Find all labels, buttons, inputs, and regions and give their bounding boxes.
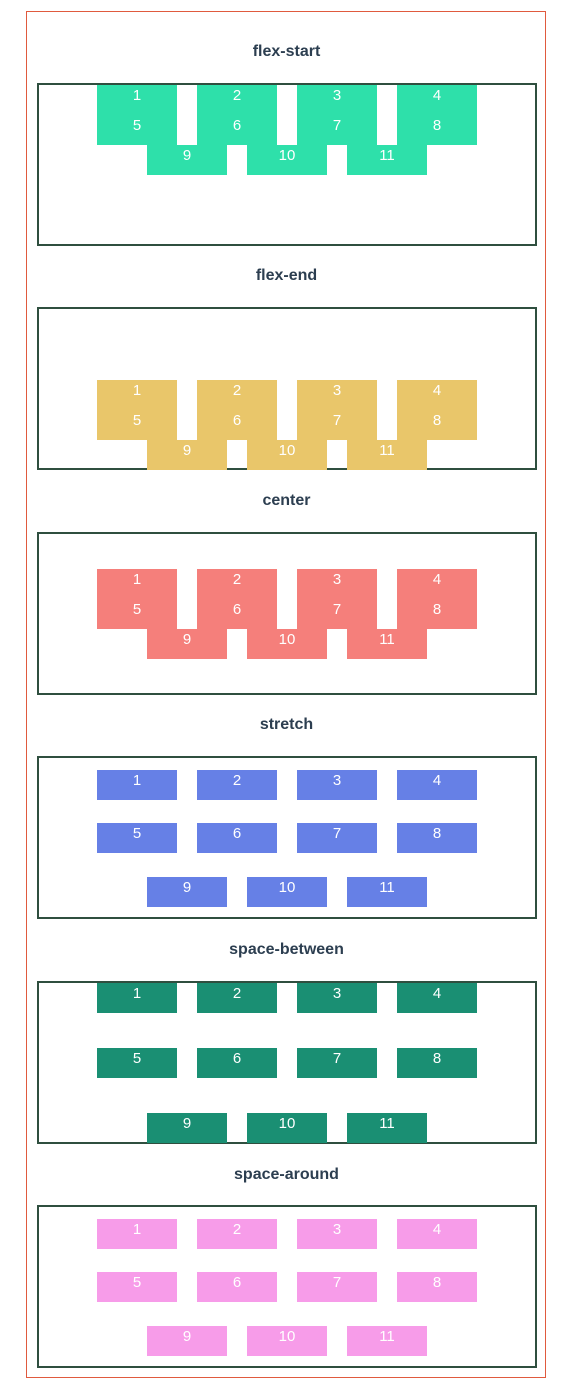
flex-item-5: 5 — [97, 599, 177, 629]
flex-item-8: 8 — [397, 823, 477, 853]
container-flex-start: 1 2 3 4 5 6 7 8 9 10 11 — [37, 83, 537, 246]
flex-item-7: 7 — [297, 599, 377, 629]
section-title-space-around: space-around — [234, 1166, 339, 1183]
flex-item-6: 6 — [197, 115, 277, 145]
flex-item-3: 3 — [297, 1219, 377, 1249]
flex-item-6: 6 — [197, 410, 277, 440]
flex-item-9: 9 — [147, 629, 227, 659]
flex-item-6: 6 — [197, 599, 277, 629]
flex-item-1: 1 — [97, 569, 177, 599]
flex-item-9: 9 — [147, 440, 227, 470]
flex-item-5: 5 — [97, 1272, 177, 1302]
flex-item-5: 5 — [97, 1048, 177, 1078]
flex-item-1: 1 — [97, 85, 177, 115]
flex-item-8: 8 — [397, 115, 477, 145]
flex-item-8: 8 — [397, 1272, 477, 1302]
flex-item-5: 5 — [97, 410, 177, 440]
section-title-space-between: space-between — [229, 941, 344, 958]
flex-item-6: 6 — [197, 1272, 277, 1302]
flex-item-3: 3 — [297, 380, 377, 410]
flex-item-7: 7 — [297, 115, 377, 145]
flex-item-2: 2 — [197, 85, 277, 115]
flex-item-11: 11 — [347, 1113, 427, 1143]
flex-item-2: 2 — [197, 770, 277, 800]
section-title-stretch: stretch — [259, 716, 314, 733]
flex-item-7: 7 — [297, 1272, 377, 1302]
section-title-flex-start: flex-start — [252, 43, 321, 60]
container-flex-end: 1 2 3 4 5 6 7 8 9 10 11 — [37, 307, 537, 470]
flex-item-10: 10 — [247, 877, 327, 907]
flex-item-6: 6 — [197, 1048, 277, 1078]
flex-item-1: 1 — [97, 1219, 177, 1249]
flex-item-3: 3 — [297, 85, 377, 115]
flex-item-9: 9 — [147, 1113, 227, 1143]
container-space-around: 1 2 3 4 5 6 7 8 9 10 11 — [37, 1205, 537, 1368]
flex-item-5: 5 — [97, 823, 177, 853]
flex-item-8: 8 — [397, 410, 477, 440]
flex-item-9: 9 — [147, 1326, 227, 1356]
flex-item-2: 2 — [197, 569, 277, 599]
flex-item-1: 1 — [97, 380, 177, 410]
flex-item-1: 1 — [97, 770, 177, 800]
flex-item-4: 4 — [397, 770, 477, 800]
flex-item-7: 7 — [297, 410, 377, 440]
flex-item-11: 11 — [347, 877, 427, 907]
flex-item-11: 11 — [347, 1326, 427, 1356]
flex-item-8: 8 — [397, 1048, 477, 1078]
flex-item-11: 11 — [347, 440, 427, 470]
flex-item-2: 2 — [197, 983, 277, 1013]
flex-item-4: 4 — [397, 85, 477, 115]
container-stretch: 1 2 3 4 5 6 7 8 9 10 11 — [37, 756, 537, 919]
section-title-flex-end: flex-end — [255, 267, 318, 284]
flex-item-8: 8 — [397, 599, 477, 629]
page-frame — [26, 11, 546, 1378]
flex-item-5: 5 — [97, 115, 177, 145]
flex-item-4: 4 — [397, 569, 477, 599]
flex-item-1: 1 — [97, 983, 177, 1013]
flex-item-11: 11 — [347, 145, 427, 175]
section-title-center: center — [262, 492, 311, 509]
flex-item-10: 10 — [247, 145, 327, 175]
flex-item-2: 2 — [197, 380, 277, 410]
flex-item-7: 7 — [297, 1048, 377, 1078]
flex-item-10: 10 — [247, 1326, 327, 1356]
container-center: 1 2 3 4 5 6 7 8 9 10 11 — [37, 532, 537, 695]
flex-item-3: 3 — [297, 983, 377, 1013]
flex-item-3: 3 — [297, 569, 377, 599]
flex-item-3: 3 — [297, 770, 377, 800]
flex-item-7: 7 — [297, 823, 377, 853]
flex-item-10: 10 — [247, 440, 327, 470]
flex-item-2: 2 — [197, 1219, 277, 1249]
flex-item-6: 6 — [197, 823, 277, 853]
flex-item-11: 11 — [347, 629, 427, 659]
flex-item-4: 4 — [397, 380, 477, 410]
flex-item-10: 10 — [247, 1113, 327, 1143]
flex-item-10: 10 — [247, 629, 327, 659]
flex-item-4: 4 — [397, 1219, 477, 1249]
flex-item-9: 9 — [147, 877, 227, 907]
flex-item-4: 4 — [397, 983, 477, 1013]
flex-item-9: 9 — [147, 145, 227, 175]
container-space-between: 1 2 3 4 5 6 7 8 9 10 11 — [37, 981, 537, 1144]
